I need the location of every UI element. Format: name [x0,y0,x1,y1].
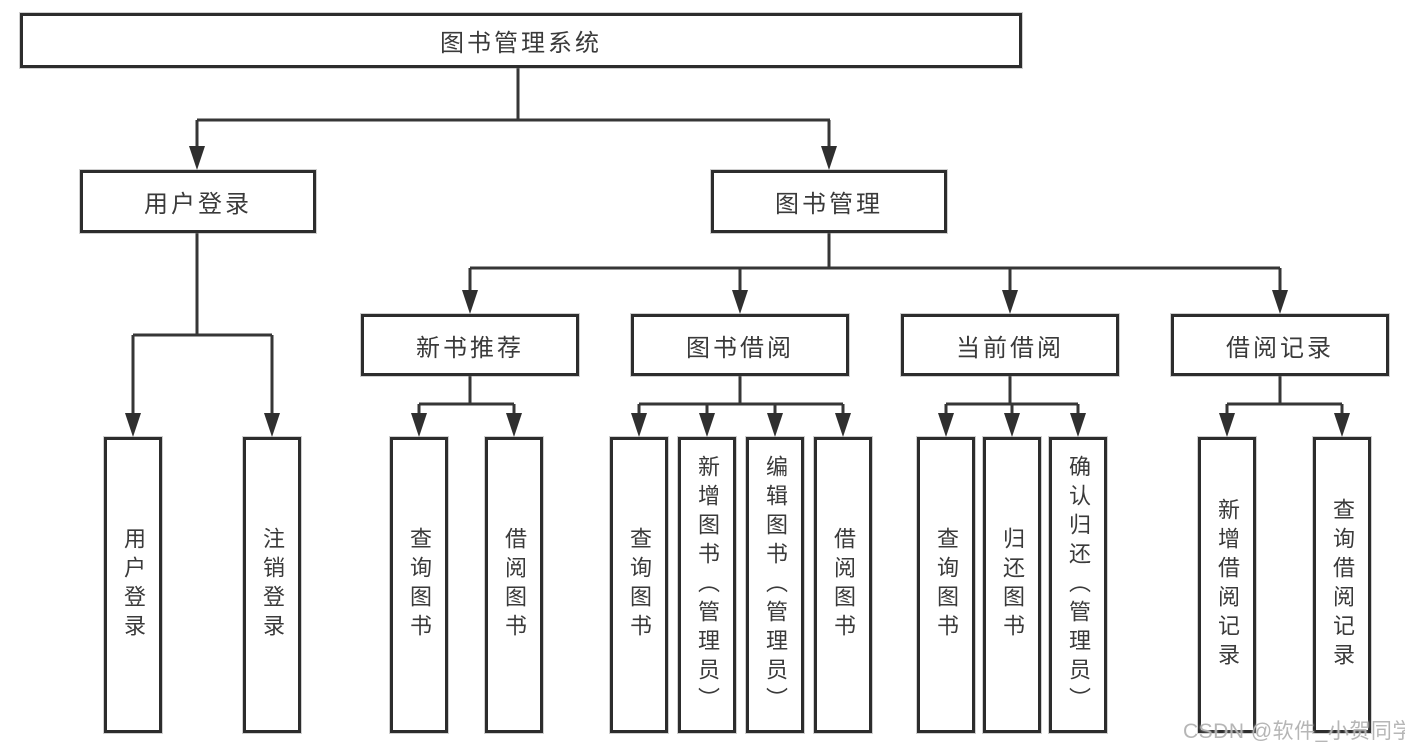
leaf-borrow-book-2-label: 借阅图书 [831,527,856,643]
leaf-return-book-label: 归还图书 [1000,527,1025,643]
leaf-query-book-2-label: 查询图书 [627,527,652,643]
leaf-query-book-2: 查询图书 [610,437,668,733]
leaf-query-book-3-label: 查询图书 [934,527,959,643]
connector-bookmgmt-to-level3 [468,233,1282,291]
leaf-edit-book-admin-label: 编辑图书（管理员） [763,454,788,716]
leaf-return-book: 归还图书 [983,437,1041,733]
connector-root-to-level2 [195,68,831,147]
node-borrowing-records: 借阅记录 [1171,314,1389,376]
node-book-borrowing-label: 图书借阅 [686,334,794,362]
connector-newbook-to-leaves [417,376,516,414]
node-book-management-label: 图书管理 [775,191,883,218]
leaf-add-book-admin-label: 新增图书（管理员） [695,454,720,716]
csdn-watermark: CSDN @软件_小贺同学 [1183,720,1405,743]
node-current-borrowing: 当前借阅 [901,314,1119,376]
leaf-add-book-admin: 新增图书（管理员） [678,437,736,733]
node-borrowing-records-label: 借阅记录 [1226,334,1334,362]
leaf-logout: 注销登录 [243,437,301,733]
connector-current-to-leaves [944,376,1080,414]
node-user-login: 用户登录 [80,170,316,233]
node-new-book-recommendation-label: 新书推荐 [416,334,524,362]
leaf-borrow-book-1-label: 借阅图书 [502,527,527,643]
leaf-user-login-label: 用户登录 [121,527,146,643]
leaf-query-book-1: 查询图书 [390,437,448,733]
leaf-confirm-return-admin: 确认归还（管理员） [1049,437,1107,733]
leaf-add-borrow-record-label: 新增借阅记录 [1215,498,1240,672]
leaf-query-book-1-label: 查询图书 [407,527,432,643]
connector-borrow-to-leaves [637,376,845,414]
node-book-borrowing: 图书借阅 [631,314,849,376]
leaf-borrow-book-1: 借阅图书 [485,437,543,733]
leaf-query-book-3: 查询图书 [917,437,975,733]
leaf-user-login: 用户登录 [104,437,162,733]
node-user-login-label: 用户登录 [144,191,252,218]
leaf-borrow-book-2: 借阅图书 [814,437,872,733]
node-book-management: 图书管理 [711,170,947,233]
leaf-query-borrow-record: 查询借阅记录 [1313,437,1371,733]
leaf-query-borrow-record-label: 查询借阅记录 [1330,498,1355,672]
node-new-book-recommendation: 新书推荐 [361,314,579,376]
node-root: 图书管理系统 [20,13,1022,68]
connector-login-to-leaves [131,233,274,414]
leaf-edit-book-admin: 编辑图书（管理员） [746,437,804,733]
leaf-add-borrow-record: 新增借阅记录 [1198,437,1256,733]
leaf-logout-label: 注销登录 [260,527,285,643]
node-current-borrowing-label: 当前借阅 [956,334,1064,362]
leaf-confirm-return-admin-label: 确认归还（管理员） [1066,454,1091,716]
connector-records-to-leaves [1225,376,1344,414]
node-root-label: 图书管理系统 [440,30,602,57]
